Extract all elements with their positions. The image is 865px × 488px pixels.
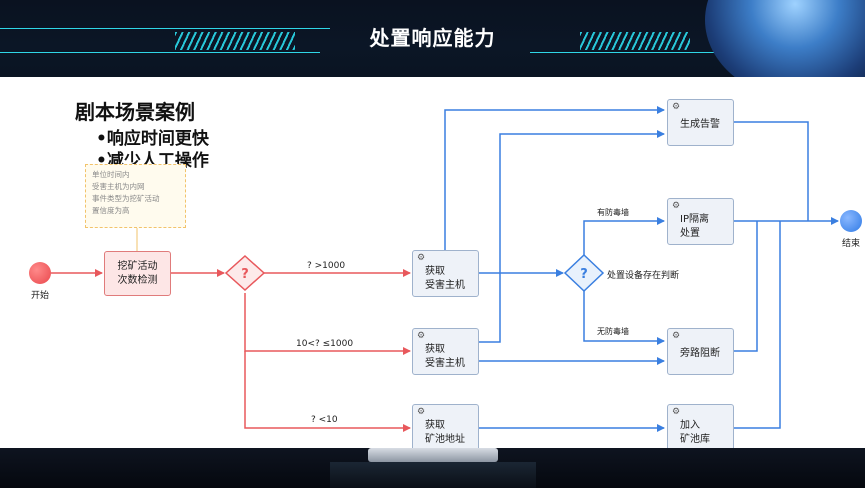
- arrow-branch-3: [244, 351, 411, 432]
- node-add-pool: ⚙ 加入 矿池库: [667, 404, 734, 451]
- device-decision-diamond: [563, 253, 605, 293]
- node-label: 生成告警: [680, 119, 720, 130]
- header-deco-line-left-2: [0, 52, 320, 53]
- node-label: 旁路阻断: [680, 348, 720, 359]
- firewall-yes-label: 有防毒墙: [597, 208, 629, 217]
- node-ip-isolate: ⚙ IP隔离 处置: [667, 198, 734, 245]
- node-get-victim-host-2: ⚙ 获取 受害主机: [412, 328, 479, 375]
- header-banner: 处置响应能力: [0, 0, 865, 77]
- node-generate-alert: ⚙ 生成告警: [667, 99, 734, 146]
- start-node: [29, 262, 51, 284]
- stage-base: [330, 462, 536, 488]
- arrow-check-bypass: [583, 291, 665, 345]
- gear-icon: ⚙: [417, 407, 426, 417]
- firewall-no-label: 无防毒墙: [597, 327, 629, 336]
- branch-3-condition: ? <10: [311, 415, 338, 425]
- decision-symbol: ?: [241, 267, 249, 282]
- start-label: 开始: [31, 291, 50, 301]
- detect-node: 挖矿活动 次数检测: [104, 251, 171, 296]
- note-line-3: 事件类型为挖矿活动: [92, 194, 160, 203]
- node-label: IP隔离 处置: [680, 214, 709, 239]
- node-label: 加入 矿池库: [680, 420, 710, 445]
- arrow-alert-end: [734, 121, 809, 221]
- arrow-bypass-end: [734, 221, 758, 352]
- globe-image: [705, 0, 865, 77]
- arrow-host2-alert: [479, 130, 665, 343]
- footer-stage: [0, 448, 865, 488]
- decision-diamond: [224, 254, 266, 292]
- stage-plate: [368, 448, 498, 462]
- node-get-pool-address: ⚙ 获取 矿池地址: [412, 404, 479, 451]
- node-label: 获取 矿池地址: [425, 420, 465, 445]
- header-deco-hatch-right: [580, 32, 690, 50]
- page-title: 处置响应能力: [369, 26, 496, 50]
- arrow-host1-alert: [444, 106, 665, 250]
- intro-bullet-1: •响应时间更快: [96, 129, 209, 149]
- arrow-pool-end: [734, 221, 781, 429]
- header-deco-hatch-left: [175, 32, 295, 50]
- intro-heading: 剧本场景案例: [75, 100, 195, 124]
- node-label: 获取 受害主机: [425, 344, 465, 369]
- branch-2-condition: 10<? ≤1000: [296, 339, 354, 349]
- gear-icon: ⚙: [672, 331, 681, 341]
- gear-icon: ⚙: [417, 253, 426, 263]
- gear-icon: ⚙: [417, 331, 426, 341]
- gear-icon: ⚙: [672, 201, 681, 211]
- condition-note: 单位时间内 受害主机为内网 事件类型为挖矿活动 置信度为高: [85, 164, 186, 228]
- device-check-label: 处置设备存在判断: [607, 271, 680, 281]
- branch-1-condition: ? >1000: [307, 261, 346, 271]
- node-label: 获取 受害主机: [425, 266, 465, 291]
- arrow-check-isolate: [583, 217, 665, 255]
- gear-icon: ⚙: [672, 102, 681, 112]
- node-get-victim-host-1: ⚙ 获取 受害主机: [412, 250, 479, 297]
- gear-icon: ⚙: [672, 407, 681, 417]
- header-deco-line-right: [530, 52, 730, 53]
- end-node: [840, 210, 862, 232]
- end-label: 结束: [842, 239, 861, 249]
- note-line-1: 单位时间内: [92, 170, 130, 179]
- node-bypass-block: ⚙ 旁路阻断: [667, 328, 734, 375]
- note-line-4: 置信度为高: [92, 206, 130, 215]
- device-decision-symbol: ?: [580, 267, 588, 282]
- note-line-2: 受害主机为内网: [92, 182, 145, 191]
- header-deco-line-left: [0, 28, 330, 29]
